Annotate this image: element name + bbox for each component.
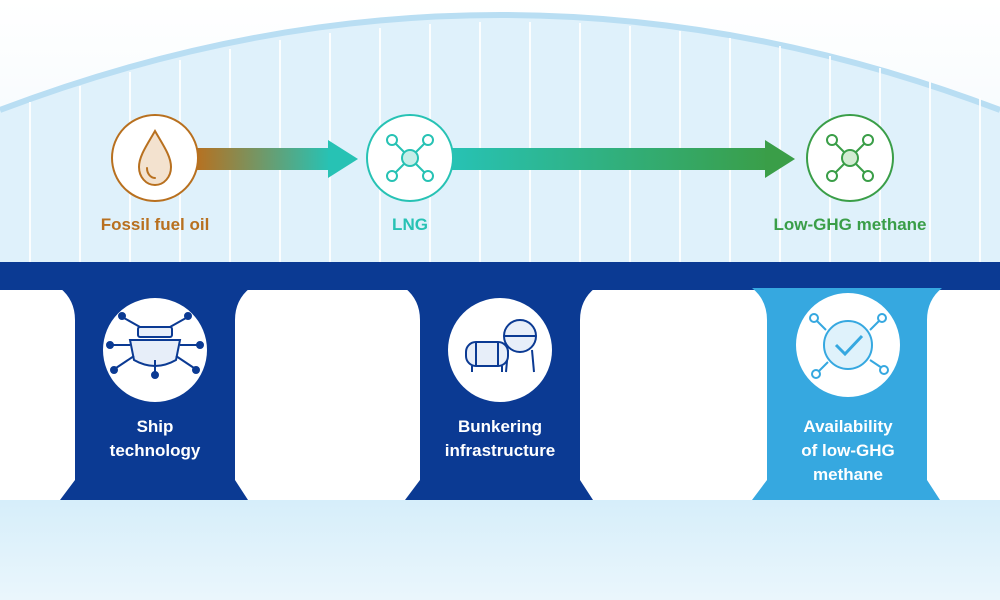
step-label-lng: LNG <box>392 215 428 234</box>
bridge-arch-cable <box>0 12 1000 113</box>
storage-tanks-icon <box>448 298 552 402</box>
pillar-label-availability: Availability of low-GHG methane <box>801 417 895 484</box>
arrow-oil-to-lng <box>195 140 358 178</box>
molecule-icon <box>366 114 454 202</box>
methane-molecule-icon <box>806 114 894 202</box>
ship-engine-icon <box>103 298 207 402</box>
check-network-icon <box>796 293 900 397</box>
bridge-deck <box>0 262 1000 290</box>
step-label-low-ghg-methane: Low-GHG methane <box>773 215 927 234</box>
water-background <box>0 500 1000 600</box>
bridge-arch <box>0 15 1000 262</box>
pillar-label-ship-technology: Ship technology <box>109 417 201 460</box>
pillar-label-bunkering-infrastructure: Bunkering infrastructure <box>444 417 556 460</box>
oil-drop-icon <box>111 114 199 202</box>
step-label-fossil-fuel-oil: Fossil fuel oil <box>100 215 210 234</box>
arrow-lng-to-methane <box>452 140 795 178</box>
